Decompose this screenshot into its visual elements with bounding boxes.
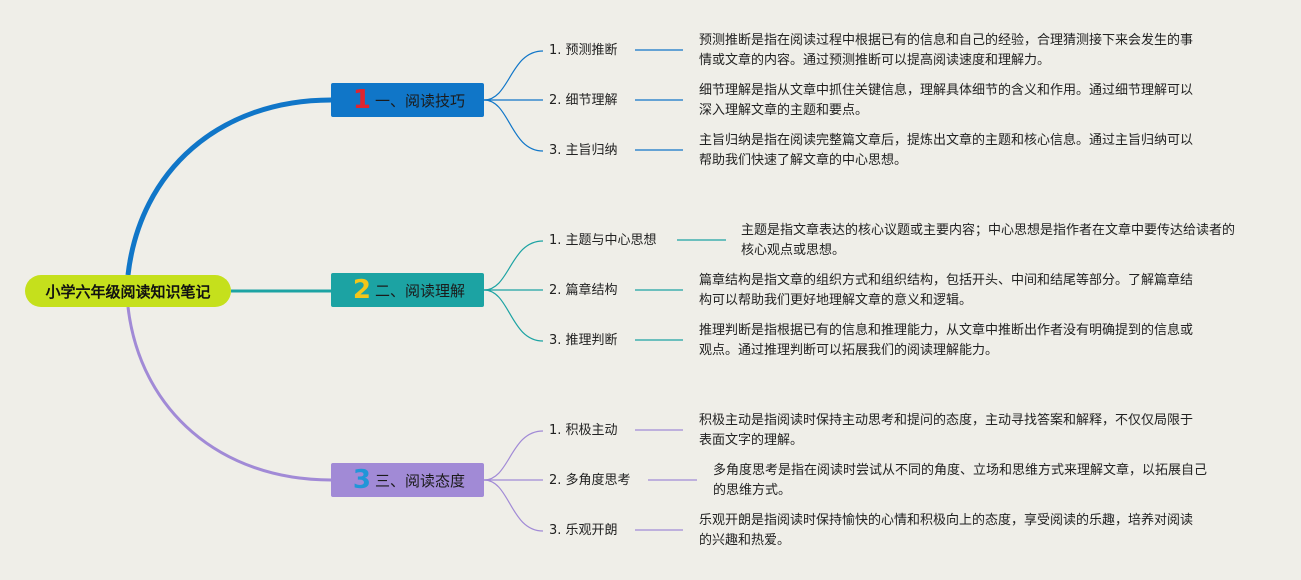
- connector-b3-t3: [483, 479, 544, 532]
- connector-b1-t1: [483, 50, 544, 101]
- topic-description: 篇章结构是指文章的组织方式和组织结构，包括开头、中间和结尾等部分。了解篇章结构可…: [699, 273, 1194, 308]
- connector-root-branch3: [126, 306, 332, 482]
- branch-label: 二、阅读理解: [375, 281, 466, 300]
- connector-b3-t1: [483, 430, 544, 481]
- topic-description: 推理判断是指根据已有的信息和推理能力，从文章中推断出作者没有明确提到的信息或观点…: [699, 323, 1194, 358]
- connector-root-branch1: [125, 97, 332, 276]
- topic-description: 细节理解是指从文章中抓住关键信息，理解具体细节的含义和作用。通过细节理解可以深入…: [699, 83, 1194, 118]
- topic-description: 主题是指文章表达的核心议题或主要内容；中心思想是指作者在文章中要传达给读者的核心…: [741, 223, 1236, 258]
- topic-node[interactable]: 3. 乐观开朗: [549, 523, 618, 538]
- topic-node[interactable]: 1. 主题与中心思想: [549, 233, 657, 248]
- branch-label: 三、阅读态度: [375, 471, 466, 490]
- topic-description: 多角度思考是指在阅读时尝试从不同的角度、立场和思维方式来理解文章，以拓展自己的思…: [713, 463, 1208, 498]
- branch-number-2: 2: [352, 275, 371, 305]
- topic-node[interactable]: 1. 积极主动: [549, 423, 618, 438]
- topic-description: 积极主动是指阅读时保持主动思考和提问的态度，主动寻找答案和解释，不仅仅局限于表面…: [699, 413, 1194, 448]
- connector-b1-t3: [483, 99, 544, 152]
- root-node[interactable]: 小学六年级阅读知识笔记: [25, 275, 231, 307]
- branch-node-reading-comprehension[interactable]: 2 二、阅读理解: [331, 273, 484, 307]
- topic-node[interactable]: 1. 预测推断: [549, 43, 618, 58]
- topic-node[interactable]: 3. 主旨归纳: [549, 143, 618, 158]
- topic-description: 预测推断是指在阅读过程中根据已有的信息和自己的经验，合理猜测接下来会发生的事情或…: [699, 33, 1194, 68]
- topic-node[interactable]: 2. 篇章结构: [549, 283, 618, 298]
- branch-label: 一、阅读技巧: [375, 91, 466, 110]
- topic-node[interactable]: 2. 多角度思考: [549, 473, 631, 488]
- branch-number-1: 1: [352, 85, 371, 115]
- topic-node[interactable]: 3. 推理判断: [549, 333, 618, 348]
- branch-node-reading-skills[interactable]: 1 一、阅读技巧: [331, 83, 484, 117]
- root-title: 小学六年级阅读知识笔记: [45, 282, 211, 301]
- connector-b2-t1: [483, 240, 544, 291]
- branch-number-3: 3: [352, 465, 371, 495]
- topic-description: 主旨归纳是指在阅读完整篇文章后，提炼出文章的主题和核心信息。通过主旨归纳可以帮助…: [699, 133, 1194, 168]
- topic-description: 乐观开朗是指阅读时保持愉快的心情和积极向上的态度，享受阅读的乐趣，培养对阅读的兴…: [699, 513, 1194, 548]
- topic-node[interactable]: 2. 细节理解: [549, 93, 618, 108]
- connector-b2-t3: [483, 289, 544, 342]
- branch-node-reading-attitude[interactable]: 3 三、阅读态度: [331, 463, 484, 497]
